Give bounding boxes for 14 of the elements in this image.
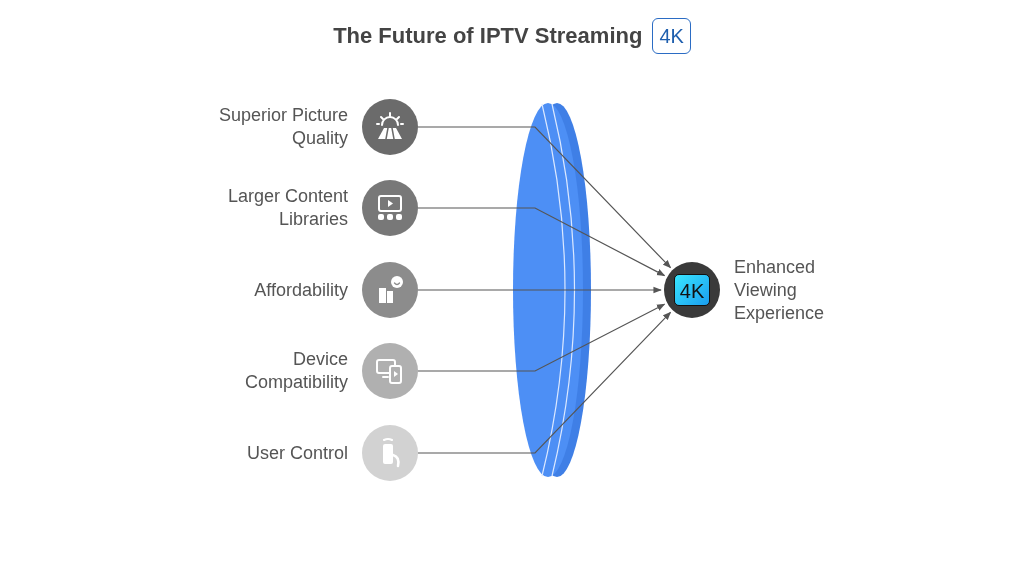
arrow <box>417 303 666 372</box>
node-label: Device Compatibility <box>243 348 348 394</box>
node-label: User Control <box>245 441 348 465</box>
arrow <box>417 207 666 277</box>
node-label: Superior Picture Quality <box>217 104 348 150</box>
arrow <box>417 311 672 454</box>
resolution-badge: 4K <box>652 18 691 54</box>
title: The Future of IPTV Streaming <box>333 23 643 49</box>
resolution-badge: 4K <box>674 274 710 306</box>
node-label: Larger Content Libraries <box>226 185 348 231</box>
arrow <box>417 126 672 269</box>
node-label: Enhanced Viewing Experience <box>734 255 826 325</box>
arrow <box>417 286 662 294</box>
node-label: Affordability <box>253 278 348 302</box>
